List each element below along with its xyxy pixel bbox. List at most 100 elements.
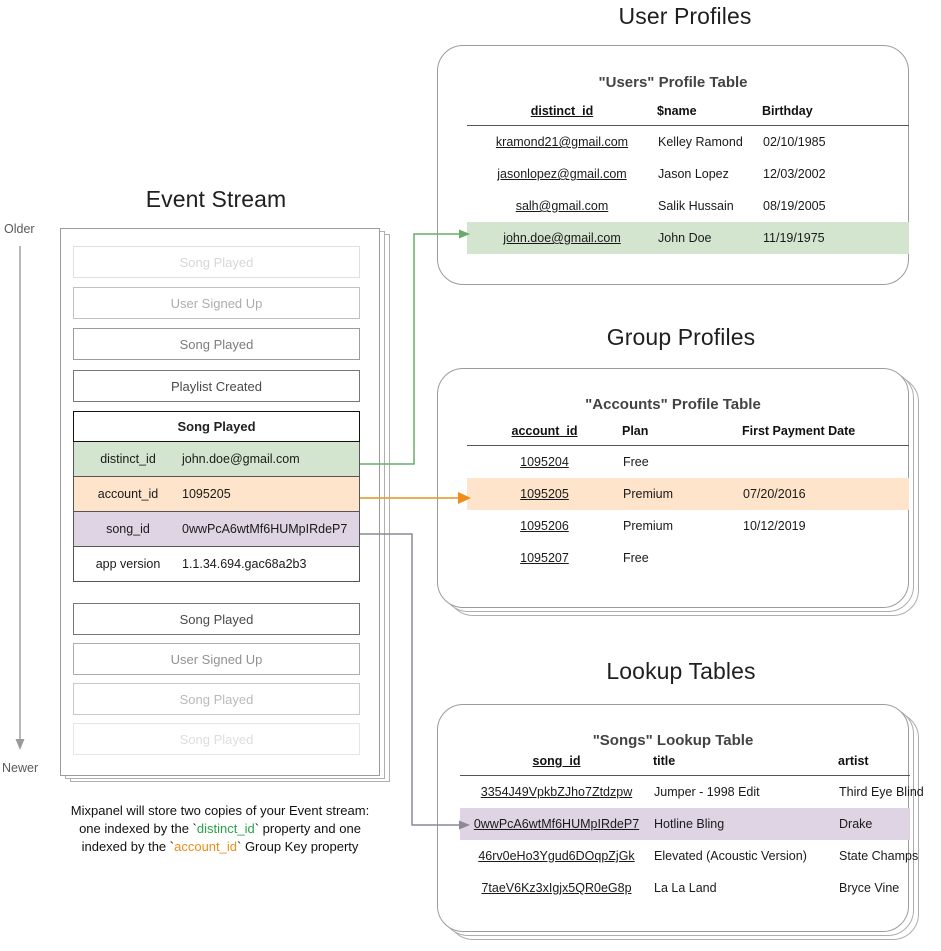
- caption-line-3: indexed by the `account_id` Group Key pr…: [38, 838, 402, 856]
- table-cell: La La Land: [654, 881, 717, 895]
- table-cell-key: 7taeV6Kz3xIgjx5QR0eG8p: [481, 881, 632, 895]
- user-profiles-title: User Profiles: [618, 3, 752, 29]
- event-card-older-1[interactable]: User Signed Up: [73, 287, 360, 319]
- event-property-value: 0wwPcA6wtMf6HUMpIRdeP7: [182, 522, 348, 536]
- column-header: title: [653, 754, 838, 776]
- event-card-newer-2[interactable]: Song Played: [73, 683, 360, 715]
- column-header: account_id: [467, 424, 622, 446]
- table-cell: [742, 542, 909, 574]
- column-header: Plan: [622, 424, 742, 446]
- event-card-newer-0[interactable]: Song Played: [73, 603, 360, 635]
- event-property-value: 1095205: [182, 487, 231, 501]
- table-cell: Salik Hussain: [658, 199, 734, 213]
- table-cell: Bryce Vine: [839, 881, 900, 895]
- table-row[interactable]: salh@gmail.com Salik Hussain 08/19/2005: [467, 190, 909, 222]
- table-row[interactable]: kramond21@gmail.com Kelley Ramond 02/10/19…: [467, 126, 909, 159]
- event-card-newer-3[interactable]: Song Played: [73, 723, 360, 755]
- table-cell: [742, 446, 909, 479]
- event-property-key: song_id: [106, 522, 150, 536]
- event-label: Song Played: [179, 611, 254, 627]
- focused-event-header[interactable]: Song Played: [73, 411, 360, 442]
- column-header: song_id: [460, 754, 653, 776]
- table-cell: Elevated (Acoustic Version): [654, 849, 807, 863]
- table-cell: 08/19/2005: [763, 199, 826, 213]
- event-property-key: distinct_id: [100, 452, 156, 466]
- table-row[interactable]: jasonlopez@gmail.com Jason Lopez 12/03/200…: [467, 158, 909, 190]
- table-cell: 10/12/2019: [743, 519, 806, 533]
- diagram-caption: Mixpanel will store two copies of your E…: [38, 802, 402, 856]
- event-property-value: 1.1.34.694.gac68a2b3: [182, 557, 307, 571]
- event-card-older-3[interactable]: Playlist Created: [73, 370, 360, 402]
- caption-line-2: one indexed by the `distinct_id` propert…: [38, 820, 402, 838]
- users-table-title: "Users" Profile Table: [598, 74, 748, 91]
- event-stream-title: Event Stream: [145, 186, 287, 212]
- table-row[interactable]: 1095206 Premium 10/12/2019: [467, 510, 909, 542]
- event-property-row-app-version[interactable]: app version 1.1.34.694.gac68a2b3: [73, 547, 360, 582]
- table-cell: Jason Lopez: [658, 167, 729, 181]
- event-property-row-song-id[interactable]: song_id 0wwPcA6wtMf6HUMpIRdeP7: [73, 512, 360, 547]
- column-header: $name: [657, 104, 762, 126]
- table-cell: 02/10/1985: [763, 135, 826, 149]
- table-row[interactable]: 46rv0eHo3Ygud6DOqpZjGk Elevated (Acoustic…: [460, 840, 918, 872]
- table-cell-key: jasonlopez@gmail.com: [497, 167, 627, 181]
- table-cell: Kelley Ramond: [658, 135, 743, 149]
- event-card-newer-1[interactable]: User Signed Up: [73, 643, 360, 675]
- focused-event-title: Song Played: [177, 419, 256, 434]
- event-label: Song Played: [179, 731, 254, 747]
- event-property-value: john.doe@gmail.com: [182, 452, 300, 466]
- lookup-tables-title: Lookup Tables: [606, 658, 756, 684]
- table-cell: Third Eye Blind: [839, 785, 924, 799]
- column-header: First Payment Date: [742, 424, 909, 446]
- table-cell-key: kramond21@gmail.com: [495, 135, 629, 149]
- event-property-key: app version: [95, 557, 161, 571]
- table-cell-key: salh@gmail.com: [515, 199, 609, 213]
- table-cell: Free: [623, 455, 649, 469]
- caption-line-2-post: ` property and one: [254, 821, 361, 836]
- column-header: Birthday: [762, 104, 909, 126]
- table-cell-key: 3354J49VpkbZJho7Ztdzpw: [480, 785, 633, 799]
- event-property-row-account-id[interactable]: account_id 1095205: [73, 477, 360, 512]
- table-cell: Hotline Bling: [653, 808, 838, 840]
- table-row[interactable]: 7taeV6Kz3xIgjx5QR0eG8p La La Land Bryce Vi…: [460, 872, 910, 904]
- table-row[interactable]: 1095204 Free: [467, 446, 909, 479]
- event-label: Song Played: [179, 336, 254, 352]
- table-cell: Premium: [623, 519, 674, 533]
- event-property-key: account_id: [97, 487, 159, 501]
- event-card-older-2[interactable]: Song Played: [73, 328, 360, 360]
- songs-table-title: "Songs" Lookup Table: [592, 732, 754, 749]
- table-row[interactable]: 3354J49VpkbZJho7Ztdzpw Jumper - 1998 Edit…: [460, 776, 924, 809]
- table-cell: John Doe: [657, 222, 762, 254]
- caption-line-3-pre: indexed by the `: [81, 839, 175, 854]
- axis-label-newer: Newer: [2, 761, 39, 775]
- event-label: User Signed Up: [170, 651, 263, 667]
- table-cell-key: 1095204: [520, 455, 569, 469]
- table-cell: Jumper - 1998 Edit: [654, 785, 760, 799]
- table-cell: 11/19/1975: [762, 222, 909, 254]
- group-profiles-title: Group Profiles: [606, 324, 756, 350]
- table-cell: 12/03/2002: [763, 167, 826, 181]
- event-label: User Signed Up: [170, 295, 263, 311]
- table-cell-key: 0wwPcA6wtMf6HUMpIRdeP7: [460, 808, 653, 840]
- table-cell: Premium: [622, 478, 742, 510]
- table-cell-key: john.doe@gmail.com: [467, 222, 657, 254]
- event-property-row-distinct-id[interactable]: distinct_id john.doe@gmail.com: [73, 442, 360, 477]
- event-label: Song Played: [179, 691, 254, 707]
- event-label: Song Played: [179, 254, 254, 270]
- axis-label-older: Older: [4, 222, 35, 236]
- event-label: Playlist Created: [170, 378, 263, 394]
- table-cell: 07/20/2016: [742, 478, 909, 510]
- caption-line-1: Mixpanel will store two copies of your E…: [70, 803, 370, 818]
- table-cell-key: 1095207: [520, 551, 569, 565]
- event-card-older-0[interactable]: Song Played: [73, 246, 360, 278]
- table-cell-key: 46rv0eHo3Ygud6DOqpZjGk: [478, 849, 635, 863]
- table-cell-key: 1095206: [520, 519, 569, 533]
